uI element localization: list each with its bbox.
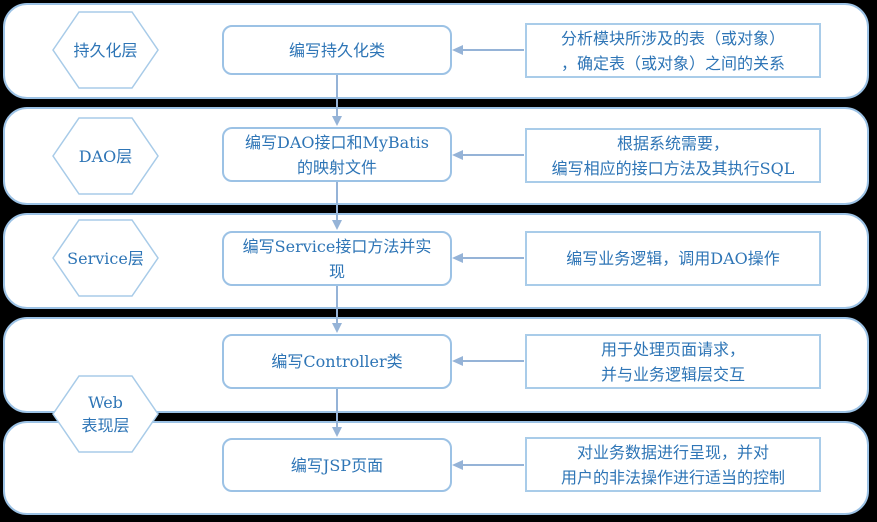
description-box-dao: 根据系统需要， 编写相应的接口方法及其执行SQL	[525, 128, 821, 183]
description-box-persistence: 分析模块所涉及的表（或对象） ，确定表（或对象）之间的关系	[525, 23, 821, 78]
task-box-write-persistence-class: 编写持久化类	[222, 25, 452, 75]
description-box-service: 编写业务逻辑，调用DAO操作	[525, 231, 821, 286]
layer-label-service: Service层	[67, 248, 144, 268]
task-box-write-controller: 编写Controller类	[222, 334, 452, 389]
description-box-jsp: 对业务数据进行呈现，并对 用户的非法操作进行适当的控制	[525, 437, 821, 492]
task-box-write-jsp: 编写JSP页面	[222, 438, 452, 492]
layer-label-persistence: 持久化层	[73, 40, 138, 60]
layer-label-web: Web 表现层	[81, 393, 130, 435]
task-box-write-dao-mybatis: 编写DAO接口和MyBatis 的映射文件	[222, 127, 452, 182]
description-box-controller: 用于处理页面请求， 并与业务逻辑层交互	[525, 334, 821, 389]
layer-label-dao: DAO层	[78, 146, 133, 166]
task-box-write-service: 编写Service接口方法并实 现	[222, 231, 452, 286]
